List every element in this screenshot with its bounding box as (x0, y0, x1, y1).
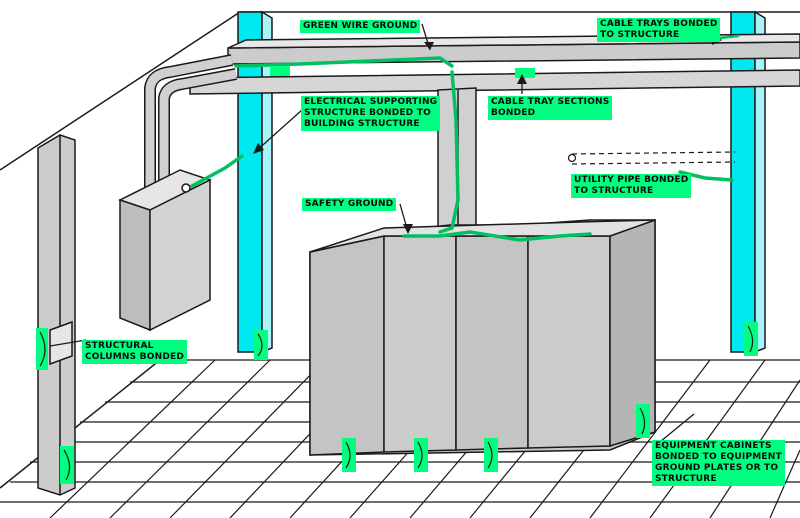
cabinet-3-bond (484, 438, 498, 472)
panel-bond-strap (190, 154, 244, 188)
wall-plate (49, 320, 73, 366)
green-wire-tray (234, 56, 454, 68)
building-shell (0, 11, 800, 489)
floor-edge-left (0, 359, 161, 489)
building-columns (237, 10, 766, 354)
label-electrical-supporting-structure: ELECTRICAL SUPPORTING STRUCTURE BONDED T… (301, 96, 441, 131)
equipment-cabinets (309, 218, 656, 456)
cabinet-2-bond (414, 438, 428, 472)
safety-ground-wire (402, 230, 592, 242)
tray-section-bond (515, 68, 535, 78)
bond-straps (36, 66, 758, 484)
label-green-wire-ground: GREEN WIRE GROUND (300, 20, 421, 33)
label-safety-ground: SAFETY GROUND (302, 198, 397, 211)
right-column-foot-bond (744, 322, 758, 356)
label-cable-trays-bonded: CABLE TRAYS BONDED TO STRUCTURE (597, 18, 721, 42)
green-wire-riser (438, 70, 460, 234)
column-bond-strap (36, 328, 48, 370)
label-structural-columns-bonded: STRUCTURAL COLUMNS BONDED (82, 340, 188, 364)
cabinet-4 (527, 235, 611, 449)
column-right (730, 11, 756, 353)
left-column-foot-bond (254, 330, 268, 360)
bond-strap-details (39, 325, 754, 481)
cabinet-3 (455, 235, 529, 451)
leader-structural-columns (49, 339, 87, 347)
cabinet-1 (309, 235, 385, 456)
label-utility-pipe-bonded: UTILITY PIPE BONDED TO STRUCTURE (571, 174, 692, 198)
cable-tray-lower (189, 69, 800, 95)
column-right-side (754, 10, 766, 354)
cabinet-1-bond (342, 438, 356, 472)
column-foot-bond (60, 446, 74, 484)
cabinet-side-bond (636, 404, 650, 438)
electrical-panel (118, 169, 212, 332)
cabinet-2 (383, 235, 457, 453)
column-left-side (261, 10, 273, 354)
ceiling-edge-left (0, 11, 241, 171)
label-cable-tray-sections: CABLE TRAY SECTIONS BONDED (488, 96, 613, 120)
tray-joint-bond (270, 66, 290, 76)
wall-column (37, 134, 76, 496)
label-equipment-cabinets-bonded: EQUIPMENT CABINETS BONDED TO EQUIPMENT G… (652, 440, 785, 486)
utility-pipe (567, 151, 736, 165)
overhead-cable-tray (144, 33, 800, 235)
leader-electrical-support (254, 109, 303, 153)
